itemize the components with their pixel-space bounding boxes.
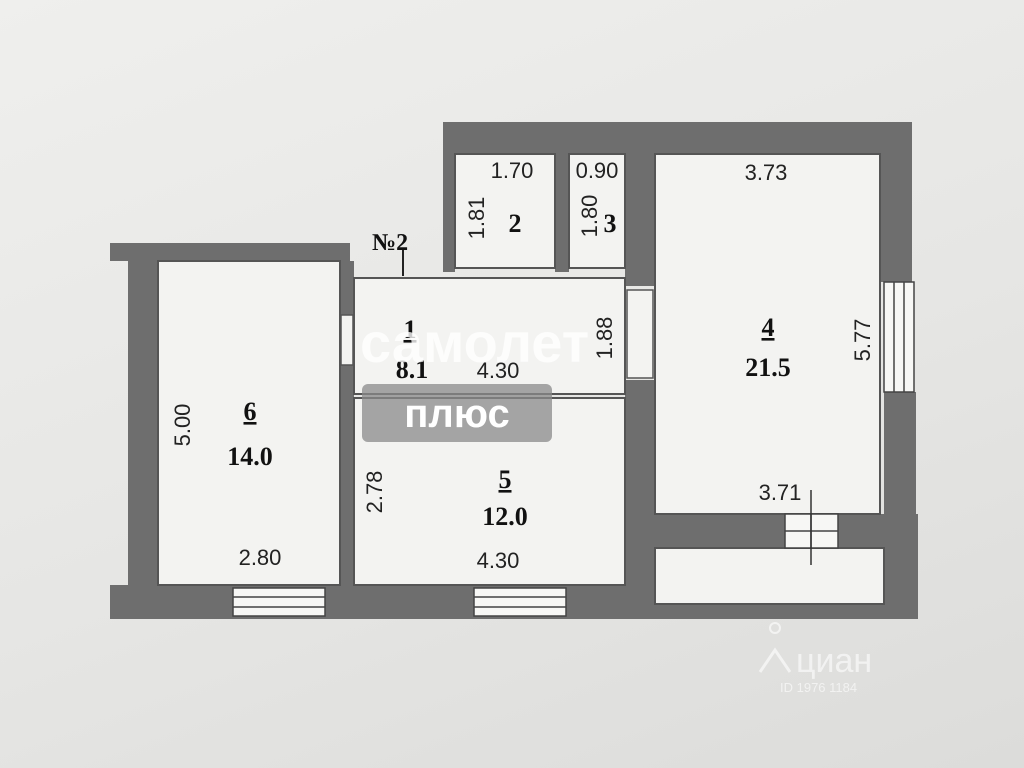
room-5-number: 5 — [499, 465, 512, 494]
watermark-samolet: самолет — [360, 311, 589, 374]
dim-r6-left: 5.00 — [170, 404, 195, 447]
dim-r4-bottom: 3.71 — [759, 480, 802, 505]
room-1-number: 1 — [404, 315, 417, 344]
room-1-area: 8.1 — [396, 355, 429, 384]
room-5-area: 12.0 — [482, 502, 528, 531]
room-2-number: 2 — [509, 209, 522, 238]
dim-r5-left: 2.78 — [362, 471, 387, 514]
cian-dot-icon — [769, 622, 781, 634]
dim-r6-bottom: 2.80 — [239, 545, 282, 570]
watermark-plus: плюс — [404, 392, 509, 436]
dim-r5-bottom: 4.30 — [477, 548, 520, 573]
dim-r4-right: 5.77 — [850, 319, 875, 362]
dim-r4-top: 3.73 — [745, 160, 788, 185]
room-4-number: 4 — [762, 313, 775, 342]
room-4-area: 21.5 — [745, 353, 791, 382]
cian-logo: циан ID 1976 1184 — [758, 622, 872, 695]
room-6-number: 6 — [244, 397, 257, 426]
dim-r1-width: 4.30 — [477, 358, 520, 383]
doors — [340, 289, 654, 379]
flat-label: №2 — [372, 230, 408, 256]
dim-r1-height: 1.88 — [592, 317, 617, 360]
room-3-number: 3 — [604, 209, 617, 238]
room-6-area: 14.0 — [227, 442, 273, 471]
dim-r3-height: 1.80 — [577, 195, 602, 238]
dim-r3-width: 0.90 — [576, 158, 619, 183]
watermark-plus-box — [362, 384, 552, 442]
cian-text: циан — [796, 642, 872, 680]
cian-house-icon — [758, 647, 792, 673]
dim-r2-height: 1.81 — [464, 197, 489, 240]
room-interiors — [157, 153, 885, 605]
dim-r2-width: 1.70 — [491, 158, 534, 183]
cian-id: ID 1976 1184 — [780, 680, 857, 695]
